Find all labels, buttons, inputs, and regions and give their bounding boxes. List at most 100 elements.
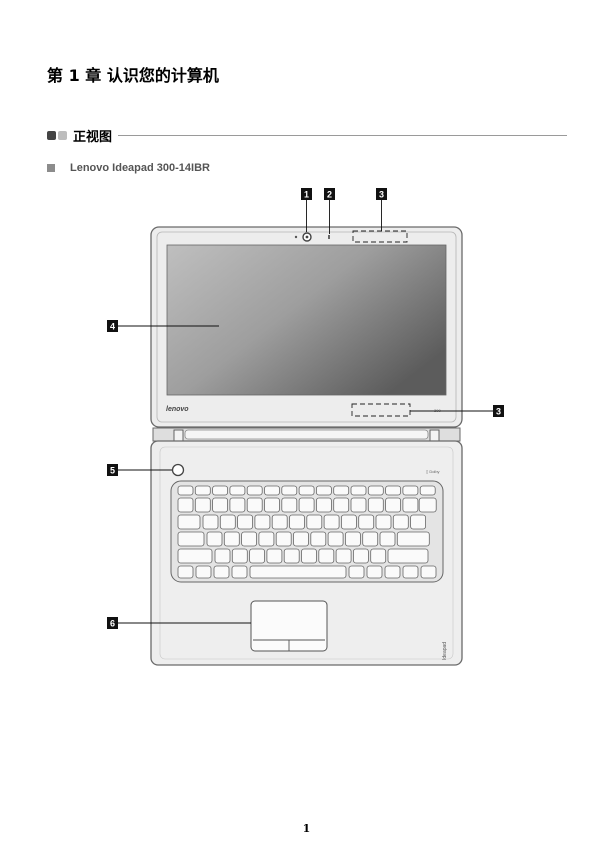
model-name: Lenovo Ideapad 300-14IBR	[70, 162, 210, 174]
callout-3-top: 3	[376, 188, 387, 231]
keyboard-key	[323, 514, 340, 530]
keyboard-key	[177, 565, 194, 579]
keyboard-key	[293, 531, 309, 547]
model-bullet	[47, 164, 55, 172]
callout-6: 6	[107, 617, 251, 629]
callout-4: 4	[107, 320, 219, 332]
section-bullet-dark	[47, 130, 56, 140]
keyboard-key	[241, 531, 258, 547]
keyboard-key	[194, 497, 211, 513]
keyboard-key	[367, 497, 384, 513]
keyboard-key	[212, 497, 229, 513]
keyboard-key	[315, 497, 332, 513]
keyboard-key	[214, 548, 231, 564]
keyboard-key	[246, 485, 263, 496]
keyboard-key	[289, 514, 305, 530]
keyboard-key	[231, 565, 248, 579]
keyboard-key	[358, 514, 375, 530]
keyboard-key	[402, 497, 419, 513]
keyboard-key	[223, 531, 240, 547]
dolby-badge: ▯ Dolby	[426, 469, 440, 474]
keyboard-key	[258, 531, 275, 547]
keyboard-key	[229, 485, 246, 496]
svg-text:3: 3	[379, 190, 384, 200]
keyboard-key	[229, 497, 246, 513]
section-divider	[118, 134, 567, 136]
keyboard-key	[419, 485, 436, 496]
keyboard-key	[219, 514, 236, 530]
callouts: 1 2 3 3 4 5 6	[107, 188, 504, 629]
keyboard-key	[195, 565, 212, 579]
keyboard-key	[301, 548, 317, 564]
model-item: Lenovo Ideapad 300-14IBR	[47, 162, 210, 174]
keyboard-key	[194, 485, 211, 496]
page-number: 1	[302, 822, 311, 835]
keyboard-key	[362, 531, 379, 547]
keyboard-key	[348, 565, 365, 579]
keyboard-key	[249, 548, 266, 564]
keyboard-key	[352, 548, 369, 564]
callout-5: 5	[107, 464, 172, 476]
keyboard-key	[206, 531, 223, 547]
keyboard-key	[367, 485, 384, 496]
keyboard-key	[350, 485, 367, 496]
antenna-area-bottom	[351, 403, 411, 417]
svg-text:1: 1	[304, 190, 309, 200]
keyboard-key	[177, 497, 194, 513]
keyboard-key	[271, 514, 288, 530]
keyboard-key	[392, 514, 409, 530]
keyboard-key	[327, 531, 344, 547]
keyboard-key	[298, 485, 315, 496]
antenna-area-top	[352, 230, 408, 243]
camera-indicator-icon	[294, 235, 298, 239]
keyboard-key	[231, 548, 248, 564]
keyboard-key	[384, 565, 401, 579]
keyboard-key	[264, 497, 280, 513]
keyboard	[170, 480, 444, 583]
power-button-icon	[171, 463, 185, 477]
svg-text:4: 4	[110, 322, 115, 332]
chapter-title: 第 1 章 认识您的计算机	[47, 66, 219, 85]
keyboard-key	[298, 497, 315, 513]
model-badge: 300	[434, 408, 441, 413]
keyboard-key	[402, 485, 419, 496]
keyboard-key	[410, 514, 427, 530]
keyboard-key	[264, 485, 280, 496]
keyboard-key	[344, 531, 361, 547]
keyboard-key	[370, 548, 387, 564]
keyboard-key	[283, 548, 300, 564]
section-header: 正视图	[47, 126, 567, 145]
keyboard-key	[396, 531, 430, 547]
laptop-lid	[150, 226, 463, 428]
svg-text:3: 3	[496, 407, 501, 417]
hinge	[152, 427, 461, 451]
display-screen	[166, 244, 447, 396]
keyboard-key	[402, 565, 419, 579]
lenovo-logo: lenovo	[166, 406, 189, 413]
keyboard-key	[385, 485, 402, 496]
keyboard-key	[333, 497, 350, 513]
section-bullet-light	[58, 130, 67, 140]
keyboard-key	[254, 514, 271, 530]
ideapad-side-logo: Ideapad	[442, 642, 448, 660]
keyboard-key	[281, 497, 298, 513]
keyboard-key	[266, 548, 283, 564]
keyboard-key	[379, 531, 396, 547]
svg-text:6: 6	[110, 619, 115, 629]
section-title: 正视图	[73, 129, 113, 145]
keyboard-key	[202, 514, 219, 530]
touchpad	[250, 600, 328, 652]
keyboard-key	[335, 548, 352, 564]
keyboard-key	[249, 565, 347, 579]
keyboard-key	[213, 565, 230, 579]
keyboard-key	[246, 497, 263, 513]
keyboard-key	[318, 548, 335, 564]
keyboard-key	[420, 565, 437, 579]
keyboard-key	[375, 514, 392, 530]
keyboard-key	[177, 485, 194, 496]
keyboard-key	[212, 485, 229, 496]
keyboard-key	[177, 514, 201, 530]
keyboard-key	[315, 485, 332, 496]
keyboard-key	[418, 497, 437, 513]
keyboard-key	[340, 514, 357, 530]
